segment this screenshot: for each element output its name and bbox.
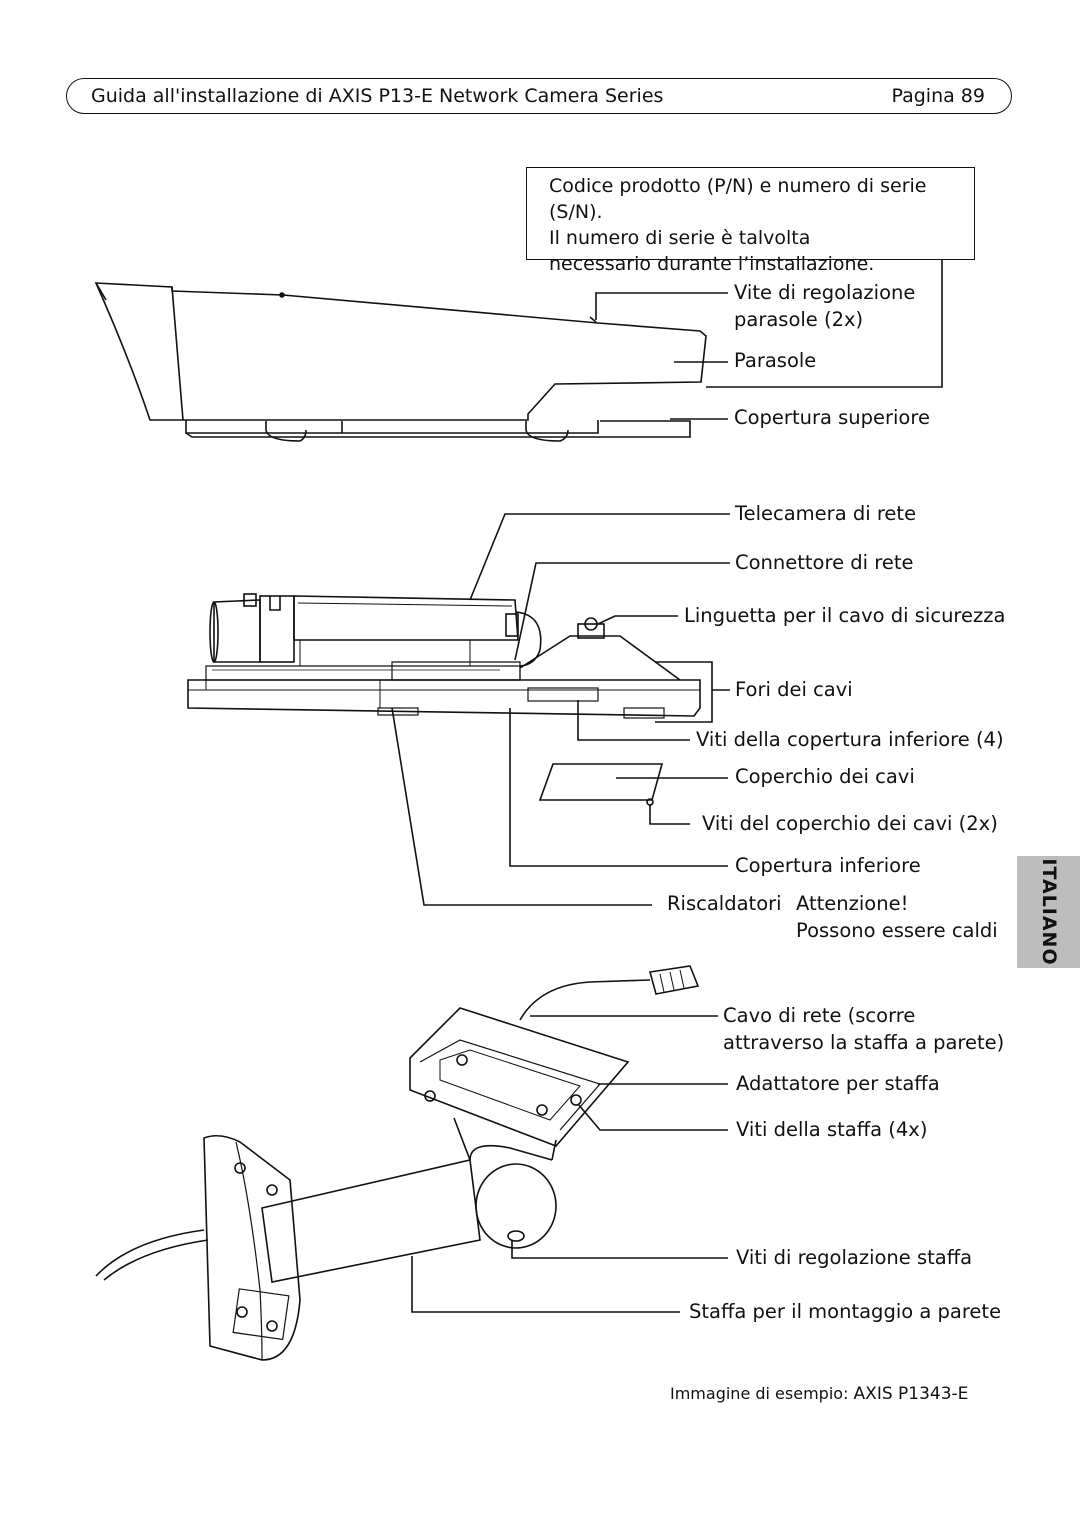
label-cable-cover: Coperchio dei cavi — [735, 765, 915, 788]
info-line-3: necessario durante l’installazione. — [549, 253, 875, 275]
page-number: Pagina 89 — [891, 85, 986, 107]
label-sunshield: Parasole — [734, 349, 817, 372]
caption-separator: : — [843, 1384, 854, 1403]
language-tab: ITALIANO — [1017, 856, 1080, 968]
image-caption: Immagine di esempio: AXIS P1343-E — [670, 1384, 968, 1404]
label-safety-wire-tab: Linguetta per il cavo di sicurezza — [684, 604, 1006, 627]
label-heaters: Riscaldatori — [667, 892, 782, 915]
label-bottom-cover-screws: Viti della copertura inferiore (4) — [696, 728, 1004, 751]
label-bracket-adapter: Adattatore per staffa — [736, 1072, 940, 1095]
wall-bracket-view — [95, 965, 700, 1361]
label-sunshield-screw-1: Vite di regolazione — [734, 281, 916, 304]
label-network-cable-1: Cavo di rete (scorre — [723, 1004, 916, 1027]
label-network-camera: Telecamera di rete — [735, 502, 917, 525]
label-warning-title: Attenzione! — [796, 892, 909, 915]
info-line-1: Codice prodotto (P/N) e numero di serie … — [549, 175, 927, 223]
label-bracket-screws: Viti della staffa (4x) — [736, 1118, 928, 1141]
label-top-cover: Copertura superiore — [734, 406, 930, 429]
info-line-2: Il numero di serie è talvolta — [549, 227, 811, 249]
label-bottom-cover: Copertura inferiore — [735, 854, 921, 877]
label-network-connector: Connettore di rete — [735, 551, 914, 574]
serial-number-info-box: Codice prodotto (P/N) e numero di serie … — [526, 167, 975, 275]
label-bracket-adjust-screws: Viti di regolazione staffa — [736, 1246, 973, 1269]
label-warning-text: Possono essere caldi — [796, 919, 998, 942]
language-tab-label: ITALIANO — [1037, 858, 1060, 966]
label-sunshield-screw-2: parasole (2x) — [734, 308, 864, 331]
cable-cover-plate — [538, 763, 664, 806]
label-wall-bracket: Staffa per il montaggio a parete — [689, 1300, 1002, 1323]
label-cable-holes: Fori dei cavi — [735, 678, 853, 701]
caption-model: AXIS P1343-E — [853, 1384, 969, 1404]
label-network-cable-2: attraverso la staffa a parete) — [723, 1031, 1005, 1054]
page-header: Guida all'installazione di AXIS P13-E Ne… — [66, 78, 1012, 114]
caption-prefix: Immagine di esempio — [670, 1384, 844, 1403]
housing-interior-view — [187, 593, 701, 719]
housing-side-view — [94, 282, 707, 442]
label-cable-cover-screws: Viti del coperchio dei cavi (2x) — [702, 812, 998, 835]
document-title: Guida all'installazione di AXIS P13-E Ne… — [91, 85, 664, 107]
